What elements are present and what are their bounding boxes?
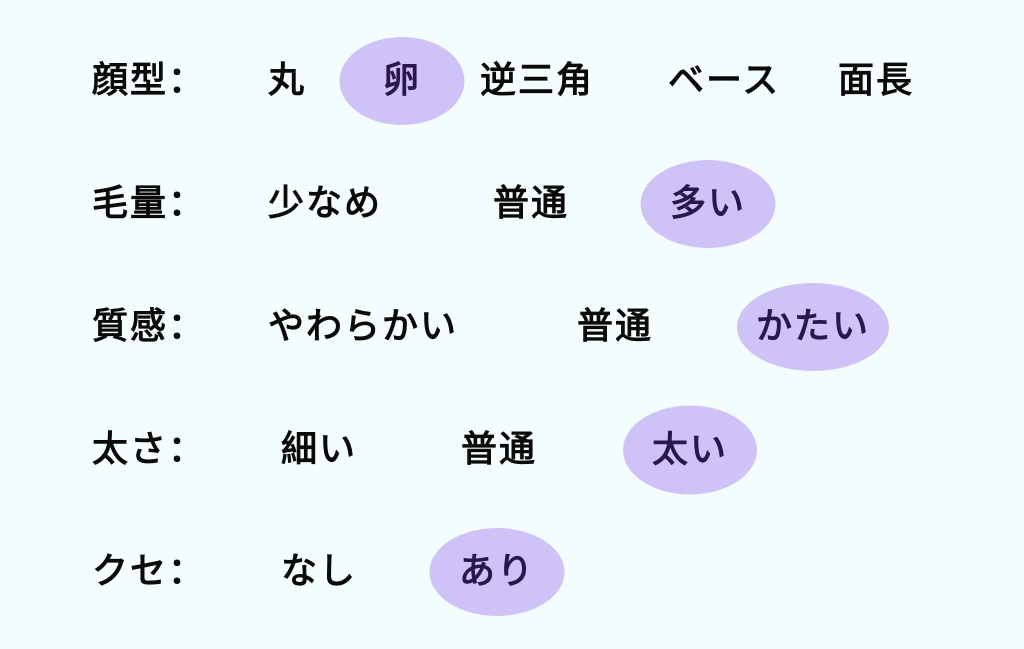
option-oval-selected[interactable]: 卵 bbox=[339, 37, 465, 125]
option-none[interactable]: なし bbox=[281, 551, 358, 592]
option-thick-label: 太い bbox=[651, 429, 728, 470]
option-round[interactable]: 丸 bbox=[268, 60, 307, 101]
option-normal[interactable]: 普通 bbox=[493, 183, 570, 224]
texture-row: 質感： やわらかい 普通 かたい bbox=[0, 282, 1024, 372]
option-long[interactable]: 面長 bbox=[838, 60, 915, 101]
option-much-label: 多い bbox=[669, 183, 746, 224]
option-much-selected[interactable]: 多い bbox=[640, 160, 776, 248]
option-inverted-triangle[interactable]: 逆三角 bbox=[480, 60, 595, 101]
option-yes-selected[interactable]: あり bbox=[429, 528, 565, 616]
thickness-row: 太さ： 細い 普通 太い bbox=[0, 405, 1024, 495]
option-hard-selected[interactable]: かたい bbox=[737, 283, 889, 371]
option-soft[interactable]: やわらかい bbox=[268, 306, 459, 347]
face-shape-label: 顔型： bbox=[92, 60, 207, 101]
curl-label: クセ： bbox=[92, 551, 207, 592]
option-normal[interactable]: 普通 bbox=[577, 306, 654, 347]
option-normal[interactable]: 普通 bbox=[461, 429, 538, 470]
texture-label: 質感： bbox=[92, 306, 207, 347]
hair-volume-row: 毛量： 少なめ 普通 多い bbox=[0, 159, 1024, 249]
option-base[interactable]: ベース bbox=[668, 60, 781, 101]
hair-volume-label: 毛量： bbox=[92, 183, 207, 224]
option-thin[interactable]: 細い bbox=[281, 429, 358, 470]
option-hard-label: かたい bbox=[755, 306, 870, 347]
option-little[interactable]: 少なめ bbox=[268, 183, 383, 224]
option-yes-label: あり bbox=[458, 551, 535, 592]
face-shape-row: 顔型： 丸 卵 逆三角 ベース 面長 bbox=[0, 36, 1024, 126]
option-oval-label: 卵 bbox=[382, 60, 421, 101]
thickness-label: 太さ： bbox=[92, 429, 207, 470]
curl-row: クセ： なし あり bbox=[0, 527, 1024, 617]
option-thick-selected[interactable]: 太い bbox=[623, 405, 757, 495]
